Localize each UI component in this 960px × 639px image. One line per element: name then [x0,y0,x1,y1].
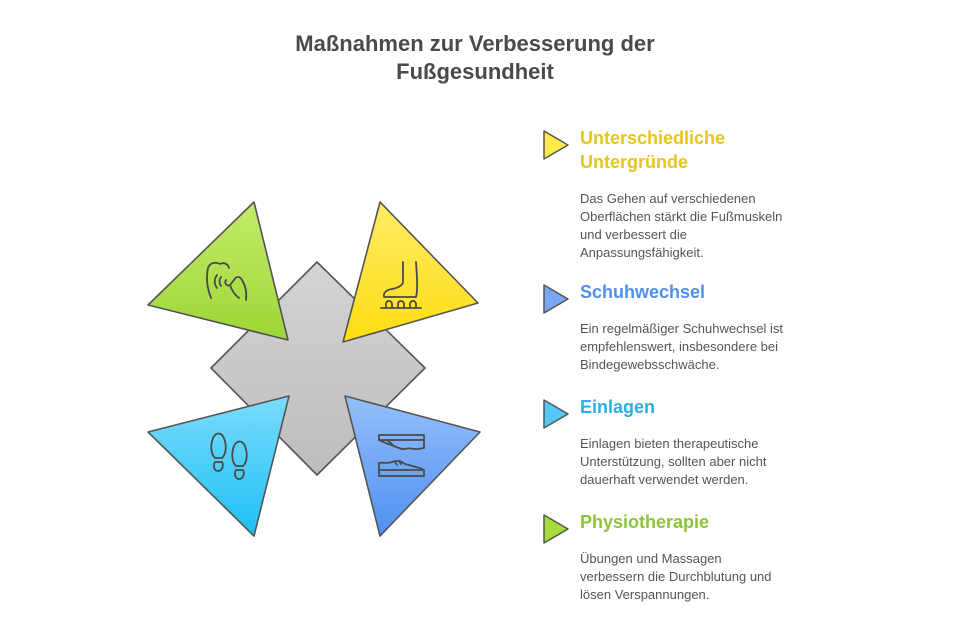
desc-line: verbessern die Durchblutung und [580,569,772,584]
triangle-marker-icon [543,514,569,544]
desc-line: lösen Verspannungen. [580,587,710,602]
desc-line: Einlagen bieten therapeutische [580,436,759,451]
segment-einlagen [147,395,290,537]
item-heading: Unterschiedliche Untergründe [580,126,725,174]
shoes-icon [378,434,425,477]
triangle-marker-icon [543,130,569,160]
title-line-2: Fußgesundheit [396,59,554,84]
desc-line: Oberflächen stärkt die Fußmuskeln [580,209,783,224]
central-diagram [147,201,481,537]
segment-schuhwechsel [344,395,481,537]
heading-line-1: Unterschiedliche [580,128,726,148]
desc-line: dauerhaft verwendet werden. [580,472,749,487]
item-heading: Schuhwechsel [580,282,706,302]
item-heading: Einlagen [580,397,656,417]
foot-massage-icon [206,261,248,301]
item-description: Das Gehen auf verschiedenen Oberflächen … [580,190,830,262]
triangle-marker-icon [543,284,569,314]
desc-line: empfehlenswert, insbesondere bei [580,339,779,354]
desc-line: Bindegewebsschwäche. [580,357,720,372]
desc-line: Übungen und Massagen [580,551,722,566]
segment-untergruende [342,201,479,343]
page-title: Maßnahmen zur Verbesserung der Fußgesund… [230,30,720,86]
item-heading: Physiotherapie [580,512,710,532]
desc-line: Das Gehen auf verschiedenen [580,191,756,206]
title-line-1: Maßnahmen zur Verbesserung der [295,31,655,56]
foot-on-rollers-icon [380,261,422,309]
desc-line: Anpassungsfähigkeit. [580,245,704,260]
segment-physiotherapie [147,201,289,341]
item-description: Ein regelmäßiger Schuhwechsel ist empfeh… [580,320,830,374]
triangle-marker-icon [543,399,569,429]
footprints-icon [210,432,248,480]
item-description: Einlagen bieten therapeutische Unterstüt… [580,435,830,489]
heading-line-2: Untergründe [580,152,688,172]
desc-line: Unterstützung, sollten aber nicht [580,454,767,469]
desc-line: Ein regelmäßiger Schuhwechsel ist [580,321,784,336]
desc-line: und verbessert die [580,227,687,242]
item-description: Übungen und Massagen verbessern die Durc… [580,550,830,604]
